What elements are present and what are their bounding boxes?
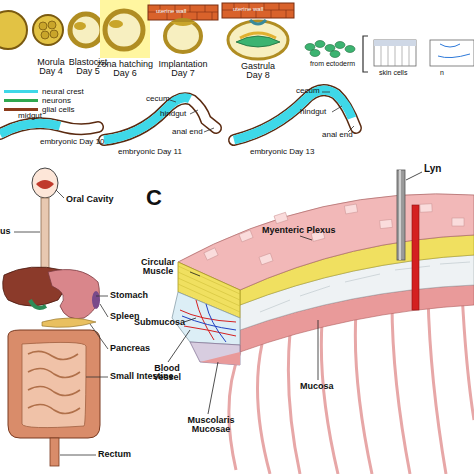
layer-label: Blood Vessel bbox=[146, 364, 188, 383]
gut-label: anal end bbox=[172, 128, 203, 136]
gut-colonisation bbox=[0, 90, 356, 140]
stage-label: zona hatching Day 6 bbox=[94, 60, 156, 79]
embryo-stages bbox=[0, 0, 294, 59]
organ-label: Pancreas bbox=[110, 344, 150, 353]
organ-label: Stomach bbox=[110, 291, 148, 300]
stage-label: Gastrula Day 8 bbox=[238, 62, 278, 81]
gut-label: midgut bbox=[18, 112, 42, 120]
cell-label: n bbox=[440, 69, 444, 76]
layer-label: Submucosa bbox=[134, 318, 185, 327]
gut-label: cecum bbox=[296, 87, 320, 95]
layer-label: Circular Muscle bbox=[132, 258, 184, 277]
organ-label: Oral Cavity bbox=[66, 195, 114, 204]
legend-swatch bbox=[4, 108, 38, 111]
legend-text: neural crest bbox=[42, 87, 84, 96]
stage-label: embryonic Day 13 bbox=[250, 148, 314, 156]
layer-label: Muscolaris Mucosae bbox=[180, 416, 242, 435]
legend-swatch bbox=[4, 90, 38, 93]
tissue-label: uterine wall bbox=[233, 6, 263, 12]
origin-label: from ectoderm bbox=[310, 60, 355, 67]
gut-label: cecum bbox=[146, 95, 170, 103]
gut-label: anal end bbox=[322, 131, 353, 139]
legend-text: neurons bbox=[42, 96, 71, 105]
organ-label: Rectum bbox=[98, 450, 131, 459]
ectoderm-cells bbox=[305, 36, 474, 72]
digestive-tract bbox=[3, 168, 108, 466]
tissue-label: uterine wall bbox=[156, 8, 186, 14]
stage-label: embryonic Day 11 bbox=[118, 148, 182, 156]
layer-label: Mucosa bbox=[300, 382, 334, 391]
stage-label: Implantation Day 7 bbox=[154, 60, 212, 79]
stage-label: embryonic Day 10 bbox=[40, 138, 104, 146]
gut-label: hindgut bbox=[160, 110, 186, 118]
layer-label: Myenteric Plexus bbox=[262, 226, 336, 235]
organ-label: us bbox=[0, 227, 11, 236]
gut-label: hindgut bbox=[300, 108, 326, 116]
cell-label: skin cells bbox=[379, 69, 407, 76]
stage-label: Morula Day 4 bbox=[34, 58, 68, 77]
panel-letter: C bbox=[146, 186, 162, 209]
legend-text: glial cells bbox=[42, 105, 74, 114]
gut-wall-section bbox=[168, 170, 474, 474]
legend-swatch bbox=[4, 99, 38, 102]
layer-label: Lyn bbox=[424, 164, 441, 175]
